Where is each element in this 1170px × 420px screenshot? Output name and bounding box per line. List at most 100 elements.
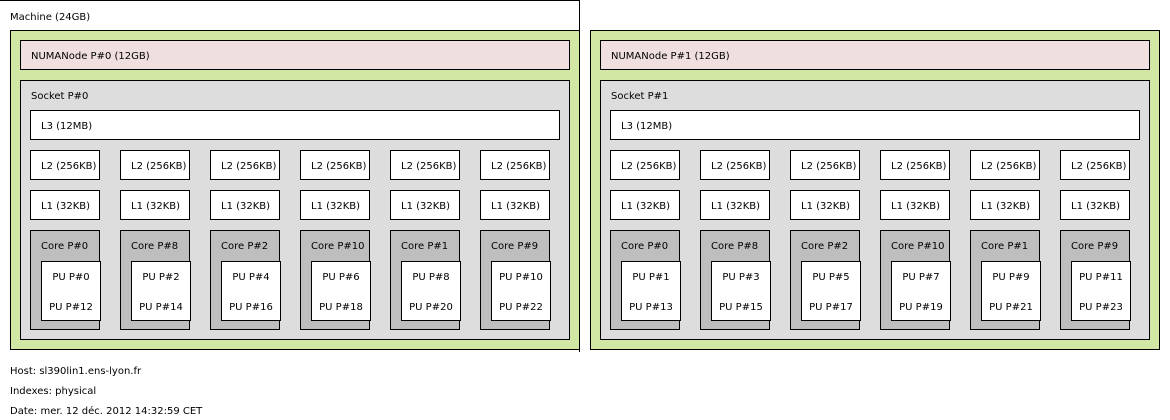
pu-divider (42, 291, 100, 292)
core-box: Core P#2 PU P#5 PU P#17 (790, 230, 861, 330)
l2-cache-box: L2 (256KB) (120, 150, 190, 180)
l2-cache-label: L2 (256KB) (311, 161, 367, 172)
l2-cache-box: L2 (256KB) (610, 150, 680, 180)
socket-label: Socket P#0 (31, 91, 89, 102)
l1-cache-box: L1 (32KB) (970, 190, 1040, 220)
l2-cache-label: L2 (256KB) (221, 161, 277, 172)
pu-label: PU P#21 (989, 302, 1033, 313)
core-box: Core P#2 PU P#4 PU P#16 (210, 230, 281, 330)
l2-cache-box: L2 (256KB) (480, 150, 550, 180)
pu-label: PU P#12 (49, 302, 93, 313)
pu-box: PU P#3 PU P#15 (711, 261, 771, 321)
socket-label: Socket P#1 (611, 91, 669, 102)
core-box: Core P#0 PU P#0 PU P#12 (30, 230, 101, 330)
l2-cache-label: L2 (256KB) (401, 161, 457, 172)
numa-node-box: NUMANode P#1 (12GB) (600, 40, 1150, 70)
core-label: Core P#1 (401, 241, 449, 252)
l1-cache-label: L1 (32KB) (621, 201, 671, 212)
l2-cache-label: L2 (256KB) (1071, 161, 1127, 172)
pu-divider (492, 291, 550, 292)
machine-label: Machine (24GB) (10, 12, 91, 23)
l1-cache-label: L1 (32KB) (41, 201, 91, 212)
l1-cache-box: L1 (32KB) (30, 190, 100, 220)
pu-box: PU P#0 PU P#12 (41, 261, 101, 321)
pu-label: PU P#3 (722, 272, 760, 283)
l2-cache-box: L2 (256KB) (390, 150, 460, 180)
numa-node-label: NUMANode P#1 (12GB) (611, 51, 730, 62)
pu-label: PU P#23 (1079, 302, 1123, 313)
pu-divider (312, 291, 370, 292)
l1-cache-label: L1 (32KB) (801, 201, 851, 212)
core-label: Core P#8 (711, 241, 759, 252)
pu-divider (622, 291, 680, 292)
footer-date: Date: mer. 12 déc. 2012 14:32:59 CET (10, 406, 203, 417)
l1-cache-label: L1 (32KB) (491, 201, 541, 212)
l1-cache-box: L1 (32KB) (210, 190, 280, 220)
l2-cache-label: L2 (256KB) (41, 161, 97, 172)
l2-cache-label: L2 (256KB) (621, 161, 677, 172)
l2-cache-label: L2 (256KB) (801, 161, 857, 172)
l2-cache-box: L2 (256KB) (970, 150, 1040, 180)
l1-cache-box: L1 (32KB) (390, 190, 460, 220)
l1-cache-box: L1 (32KB) (120, 190, 190, 220)
l2-cache-label: L2 (256KB) (711, 161, 767, 172)
l1-cache-label: L1 (32KB) (311, 201, 361, 212)
l2-cache-label: L2 (256KB) (131, 161, 187, 172)
l2-cache-box: L2 (256KB) (30, 150, 100, 180)
pu-label: PU P#20 (409, 302, 453, 313)
pu-label: PU P#4 (232, 272, 270, 283)
pu-label: PU P#13 (629, 302, 673, 313)
pu-label: PU P#15 (719, 302, 763, 313)
l1-cache-label: L1 (32KB) (981, 201, 1031, 212)
l2-cache-box: L2 (256KB) (210, 150, 280, 180)
pu-divider (402, 291, 460, 292)
l1-cache-box: L1 (32KB) (790, 190, 860, 220)
pu-label: PU P#9 (992, 272, 1030, 283)
footer-indexes: Indexes: physical (10, 386, 97, 397)
core-label: Core P#8 (131, 241, 179, 252)
pu-label: PU P#5 (812, 272, 850, 283)
pu-divider (892, 291, 950, 292)
l2-cache-box: L2 (256KB) (790, 150, 860, 180)
pu-box: PU P#6 PU P#18 (311, 261, 371, 321)
l3-cache-box: L3 (12MB) (30, 110, 560, 140)
l2-cache-box: L2 (256KB) (700, 150, 770, 180)
pu-label: PU P#16 (229, 302, 273, 313)
pu-box: PU P#9 PU P#21 (981, 261, 1041, 321)
l1-cache-label: L1 (32KB) (891, 201, 941, 212)
l1-cache-box: L1 (32KB) (700, 190, 770, 220)
pu-box: PU P#11 PU P#23 (1071, 261, 1131, 321)
l1-cache-box: L1 (32KB) (480, 190, 550, 220)
pu-label: PU P#6 (322, 272, 360, 283)
core-box: Core P#9 PU P#11 PU P#23 (1060, 230, 1131, 330)
pu-label: PU P#11 (1079, 272, 1123, 283)
l1-cache-label: L1 (32KB) (711, 201, 761, 212)
pu-label: PU P#18 (319, 302, 363, 313)
l1-cache-label: L1 (32KB) (221, 201, 271, 212)
l2-cache-label: L2 (256KB) (491, 161, 547, 172)
core-label: Core P#0 (41, 241, 89, 252)
pu-divider (712, 291, 770, 292)
pu-label: PU P#0 (52, 272, 90, 283)
l2-cache-label: L2 (256KB) (891, 161, 947, 172)
pu-label: PU P#17 (809, 302, 853, 313)
numa-node-label: NUMANode P#0 (12GB) (31, 51, 150, 62)
numa-node-box: NUMANode P#0 (12GB) (20, 40, 570, 70)
l1-cache-box: L1 (32KB) (610, 190, 680, 220)
l2-cache-box: L2 (256KB) (880, 150, 950, 180)
core-label: Core P#2 (801, 241, 849, 252)
l1-cache-box: L1 (32KB) (880, 190, 950, 220)
pu-divider (802, 291, 860, 292)
core-label: Core P#9 (1071, 241, 1119, 252)
core-label: Core P#2 (221, 241, 269, 252)
pu-box: PU P#5 PU P#17 (801, 261, 861, 321)
pu-divider (982, 291, 1040, 292)
